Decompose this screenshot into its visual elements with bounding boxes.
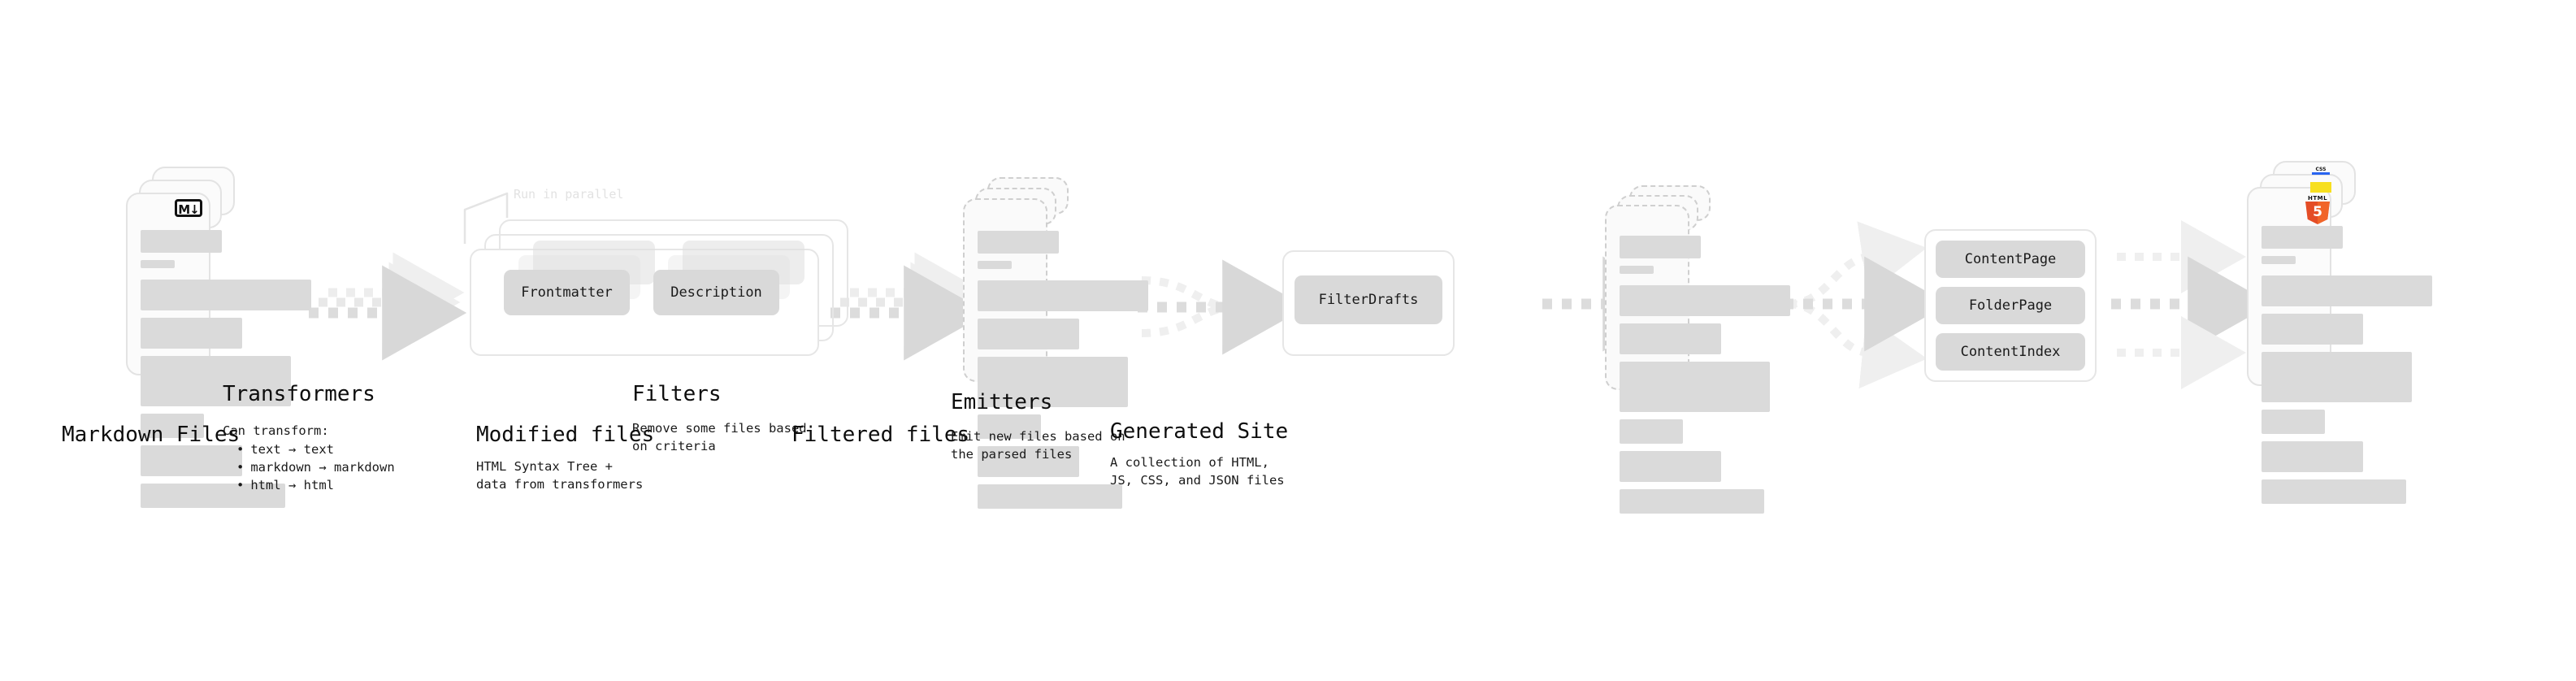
content-bar xyxy=(141,445,242,476)
content-bar xyxy=(1620,489,1764,514)
modified-title: Modified files xyxy=(476,423,655,447)
chip-folderpage[interactable]: FolderPage xyxy=(1936,287,2085,324)
content-bar xyxy=(2262,275,2432,306)
run-in-parallel-label: Run in parallel xyxy=(514,187,624,202)
chip-filterdrafts[interactable]: FilterDrafts xyxy=(1295,275,1442,324)
md-badge: M↓ xyxy=(175,199,202,217)
content-bar xyxy=(2262,479,2406,504)
generated-card-content xyxy=(2262,226,2505,511)
chip-frontmatter[interactable]: Frontmatter xyxy=(504,270,630,315)
modified-description: HTML Syntax Tree + data from transformer… xyxy=(476,459,644,492)
emitters-title: Emitters xyxy=(951,390,1053,414)
generated-description: A collection of HTML, JS, CSS, and JSON … xyxy=(1110,455,1285,488)
arrow-emitters-to-generated xyxy=(2111,220,2273,389)
content-bar xyxy=(1620,266,1654,274)
content-bar xyxy=(141,230,222,253)
content-bar xyxy=(141,280,311,310)
content-bar xyxy=(2262,352,2412,402)
content-bar xyxy=(978,414,1041,439)
content-bar xyxy=(978,280,1148,311)
transformers-description-intro: Can transform: xyxy=(223,423,329,438)
filtered-title: Filtered files xyxy=(791,423,970,447)
filtered-card-content xyxy=(1620,236,1863,521)
css-badge: CSS xyxy=(2312,167,2330,176)
content-bar xyxy=(141,260,175,268)
markdown-card-content xyxy=(141,230,384,515)
content-bar xyxy=(1620,323,1721,354)
filters-description: Remove some files based on criteria xyxy=(632,421,807,453)
content-bar xyxy=(2262,226,2343,249)
content-bar xyxy=(2262,410,2325,434)
transform-item-html: html → html xyxy=(236,476,395,494)
content-bar xyxy=(978,446,1079,477)
emitters-description: Emit new files based on the parsed files xyxy=(951,429,1125,462)
html5-badge-label: HTML xyxy=(2307,195,2328,202)
content-bar xyxy=(2262,256,2296,264)
transform-item-markdown: markdown → markdown xyxy=(236,458,394,476)
js-badge xyxy=(2310,182,2331,193)
content-bar xyxy=(2262,314,2363,345)
css-badge-label: CSS xyxy=(2315,167,2327,172)
content-bar xyxy=(978,319,1079,349)
content-bar xyxy=(1620,236,1701,258)
content-bar xyxy=(141,356,291,406)
content-bar xyxy=(1620,362,1770,412)
markdown-title: Markdown Files xyxy=(62,423,241,447)
filters-title: Filters xyxy=(632,382,722,406)
content-bar xyxy=(2262,441,2363,472)
transformers-title: Transformers xyxy=(223,382,375,406)
content-bar xyxy=(141,318,242,349)
transformers-description-list: text → text markdown → markdown html → h… xyxy=(223,440,395,494)
content-bar xyxy=(1620,285,1790,316)
chip-contentpage[interactable]: ContentPage xyxy=(1936,241,2085,278)
generated-title: Generated Site xyxy=(1110,419,1289,444)
content-bar xyxy=(1620,451,1721,482)
chip-contentindex[interactable]: ContentIndex xyxy=(1936,333,2085,371)
html5-badge-shield: 5 xyxy=(2305,202,2330,224)
html5-badge-number: 5 xyxy=(2313,204,2322,220)
html5-badge: HTML 5 xyxy=(2305,195,2330,224)
modified-card-content xyxy=(978,231,1221,516)
content-bar xyxy=(978,261,1012,269)
transform-item-text: text → text xyxy=(236,440,395,458)
content-bar xyxy=(141,414,204,438)
content-bar xyxy=(978,231,1059,254)
chip-description[interactable]: Description xyxy=(653,270,779,315)
content-bar xyxy=(978,357,1128,407)
content-bar xyxy=(978,484,1122,509)
css-badge-bar xyxy=(2312,172,2330,175)
content-bar xyxy=(1620,419,1683,444)
